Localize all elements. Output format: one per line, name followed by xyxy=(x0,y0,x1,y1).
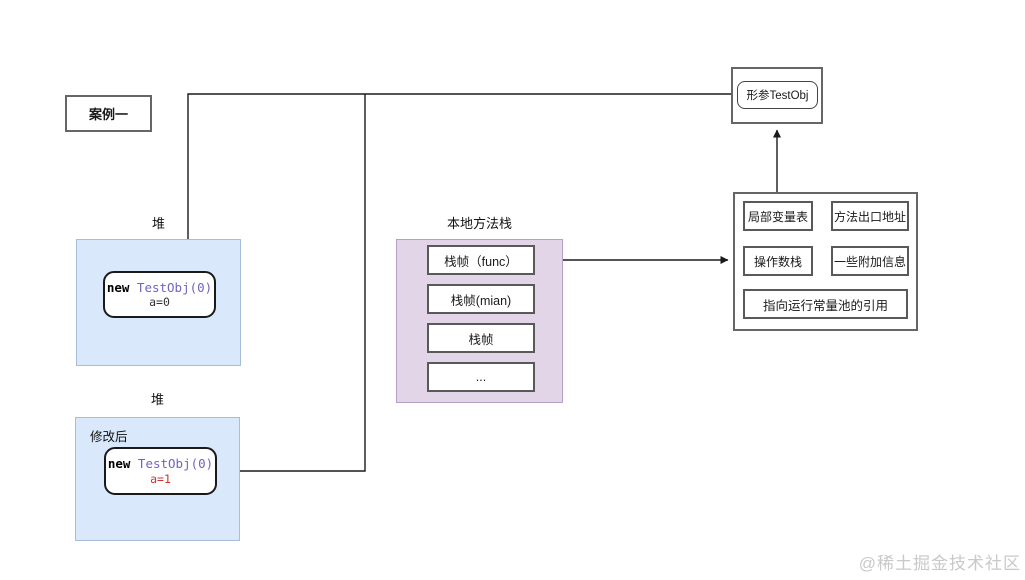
cell-method-exit-address: 方法出口地址 xyxy=(831,201,909,231)
stack-frame-func: 栈帧（func） xyxy=(427,245,535,275)
watermark: @稀土掘金技术社区 xyxy=(858,554,1021,573)
heap-bottom-note: 修改后 xyxy=(90,430,128,444)
keyword-new: new xyxy=(106,279,130,295)
stack-frame-main: 栈帧(mian) xyxy=(427,284,535,314)
cell-operand-stack: 操作数栈 xyxy=(743,246,813,276)
stack-frame-generic: 栈帧 xyxy=(427,323,535,353)
object-ctor-line: new TestObj(0) xyxy=(107,280,212,296)
arrow-param-to-heap2 xyxy=(223,94,366,475)
ctor-call: TestObj(0) xyxy=(136,279,213,295)
cell-constant-pool-reference: 指向运行常量池的引用 xyxy=(743,289,908,319)
heap-top-label: 堆 xyxy=(151,216,165,231)
object-field-value: a=0 xyxy=(149,295,170,310)
keyword-new: new xyxy=(107,456,131,471)
heap-top-object-node: new TestObj(0) a=0 xyxy=(103,271,216,318)
case-title-box: 案例一 xyxy=(65,95,152,132)
stack-frame-ellipsis: ... xyxy=(427,362,535,392)
cell-local-variable-table: 局部变量表 xyxy=(743,201,813,231)
heap-bottom-label: 堆 xyxy=(150,392,164,407)
heap-bottom-object-node: new TestObj(0) a=1 xyxy=(104,447,217,495)
native-method-stack-label: 本地方法栈 xyxy=(446,216,512,231)
ctor-call: TestObj(0) xyxy=(137,456,214,471)
object-field-value-changed: a=1 xyxy=(150,471,171,486)
formal-param-node: 形参TestObj xyxy=(737,81,818,109)
cell-extra-info: 一些附加信息 xyxy=(831,246,909,276)
object-ctor-line: new TestObj(0) xyxy=(108,456,213,472)
